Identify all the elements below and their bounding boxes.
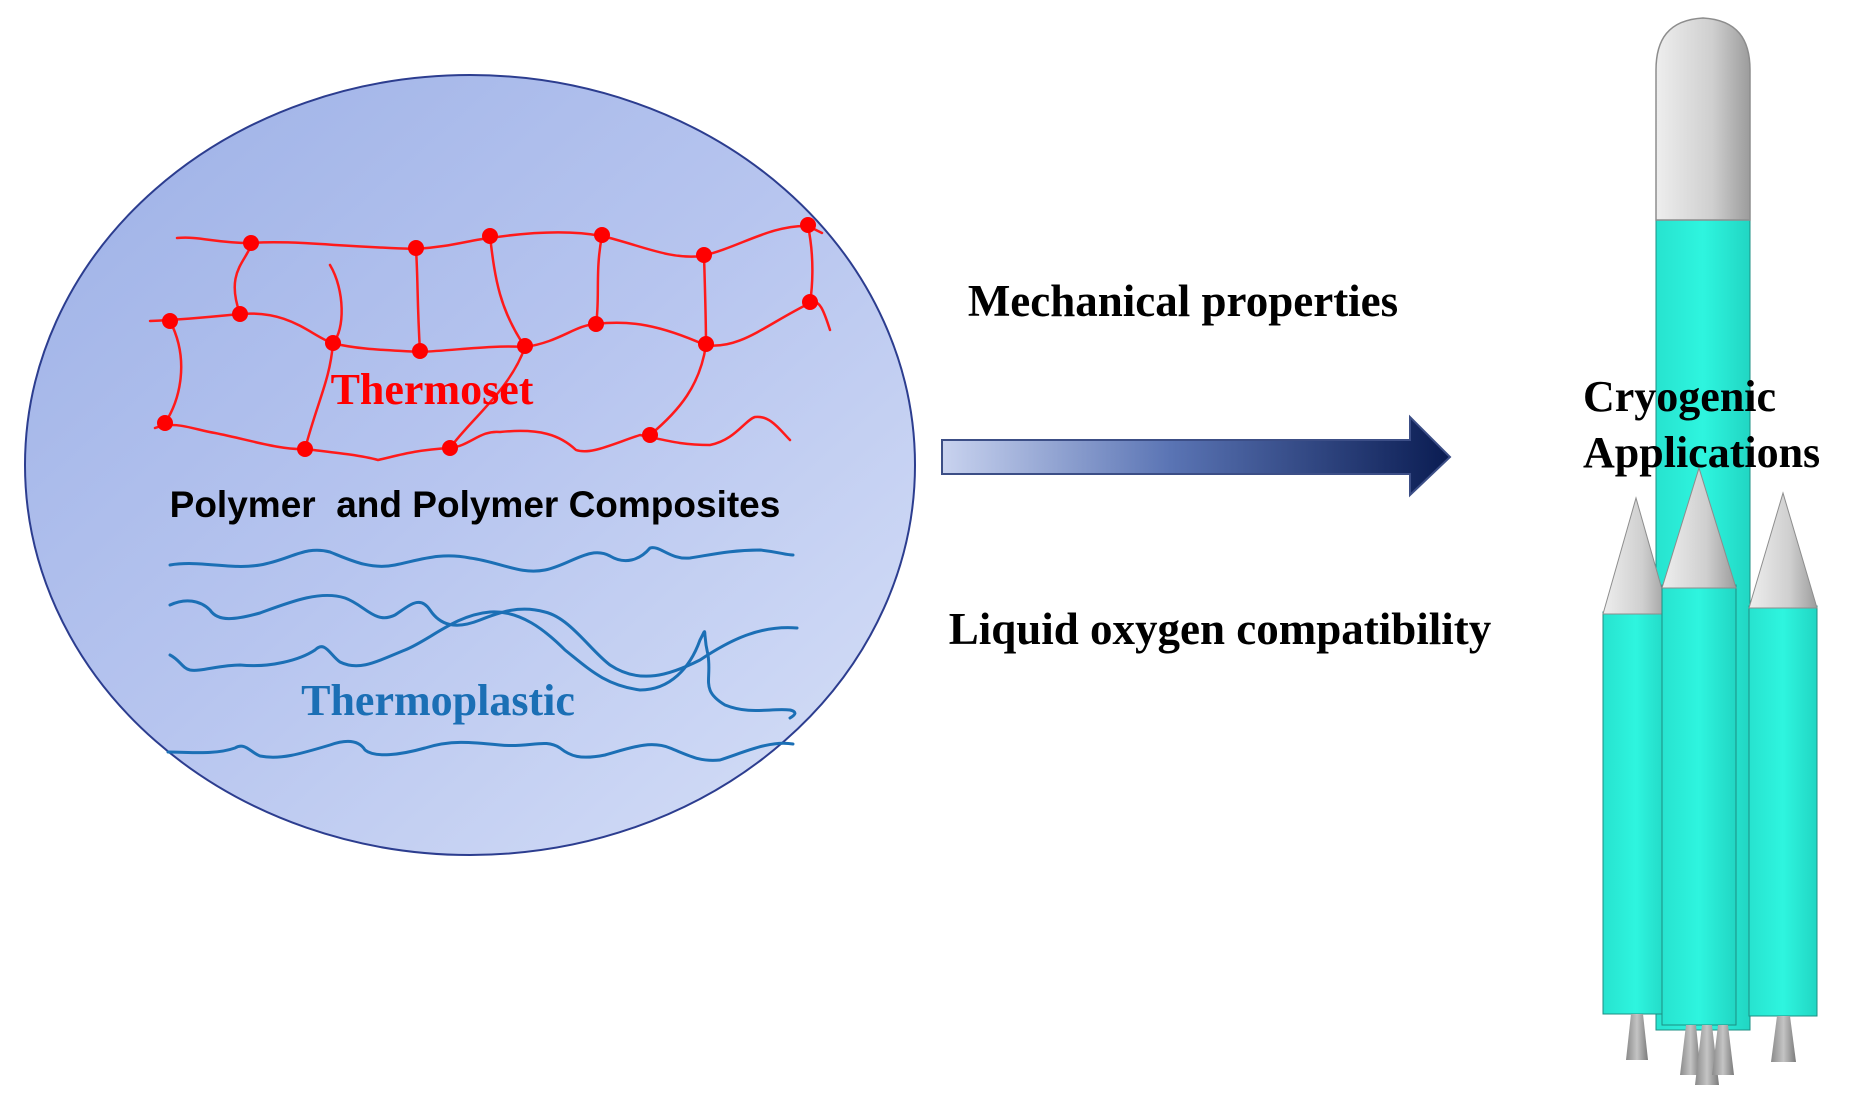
crosslink-node bbox=[642, 427, 658, 443]
thermoplastic-chains bbox=[166, 546, 799, 762]
mechanical-properties-label: Mechanical properties bbox=[968, 276, 1398, 326]
rocket-nozzle bbox=[1771, 1016, 1796, 1062]
rocket-left-booster-nose bbox=[1602, 496, 1670, 615]
crosslink-node bbox=[232, 306, 248, 322]
crosslink-node bbox=[594, 227, 610, 243]
thermoset-link bbox=[163, 319, 183, 425]
thermoset-chain bbox=[153, 415, 792, 462]
crosslink-node bbox=[162, 313, 178, 329]
thermoplastic-chain bbox=[168, 593, 799, 678]
crosslink-node bbox=[408, 240, 424, 256]
rocket-illustration bbox=[1602, 17, 1818, 1085]
thermoplastic-chain bbox=[168, 610, 797, 720]
applications-label: Applications bbox=[1583, 428, 1820, 477]
crosslink-node bbox=[442, 440, 458, 456]
crosslink-node bbox=[157, 415, 173, 431]
rocket-core-fairing bbox=[1655, 17, 1751, 221]
crosslink-node bbox=[412, 343, 428, 359]
rocket-front-booster-nose bbox=[1661, 466, 1737, 589]
crosslink-node bbox=[297, 441, 313, 457]
thermoset-link bbox=[414, 247, 422, 354]
polymer-composites-title: Polymer and Polymer Composites bbox=[170, 484, 781, 525]
thermoplastic-chain bbox=[168, 546, 795, 573]
crosslink-node bbox=[482, 228, 498, 244]
crosslink-node bbox=[325, 335, 341, 351]
polymer-circle: Thermoset Polymer and Polymer Composites… bbox=[24, 74, 916, 856]
thermoset-link bbox=[448, 345, 527, 450]
thermoset-label: Thermoset bbox=[331, 365, 534, 414]
rocket-right-booster-nose bbox=[1748, 491, 1818, 609]
crosslink-node bbox=[517, 338, 533, 354]
circle-background bbox=[24, 74, 916, 856]
rocket-left-booster-body bbox=[1602, 611, 1670, 1015]
crosslink-node bbox=[802, 294, 818, 310]
rocket-nozzle bbox=[1712, 1025, 1734, 1075]
rocket-nozzle bbox=[1680, 1025, 1701, 1075]
thermoplastic-label: Thermoplastic bbox=[301, 676, 575, 725]
rocket-front-booster-body bbox=[1661, 584, 1737, 1026]
crosslink-node bbox=[243, 235, 259, 251]
cryogenic-label: Cryogenic bbox=[1583, 372, 1776, 421]
right-arrow bbox=[941, 414, 1452, 498]
thermoplastic-chain bbox=[166, 739, 795, 762]
thermoset-link bbox=[303, 341, 335, 451]
crosslink-node bbox=[696, 247, 712, 263]
thermoset-link bbox=[648, 343, 708, 437]
crosslink-node bbox=[588, 316, 604, 332]
rocket-nozzle bbox=[1626, 1014, 1648, 1060]
crosslink-node bbox=[800, 217, 816, 233]
thermoset-crosslink-nodes bbox=[157, 217, 818, 457]
liquid-oxygen-compatibility-label: Liquid oxygen compatibility bbox=[949, 604, 1492, 654]
rocket-right-booster-body bbox=[1748, 605, 1818, 1017]
thermoset-link bbox=[488, 234, 527, 349]
crosslink-node bbox=[698, 336, 714, 352]
